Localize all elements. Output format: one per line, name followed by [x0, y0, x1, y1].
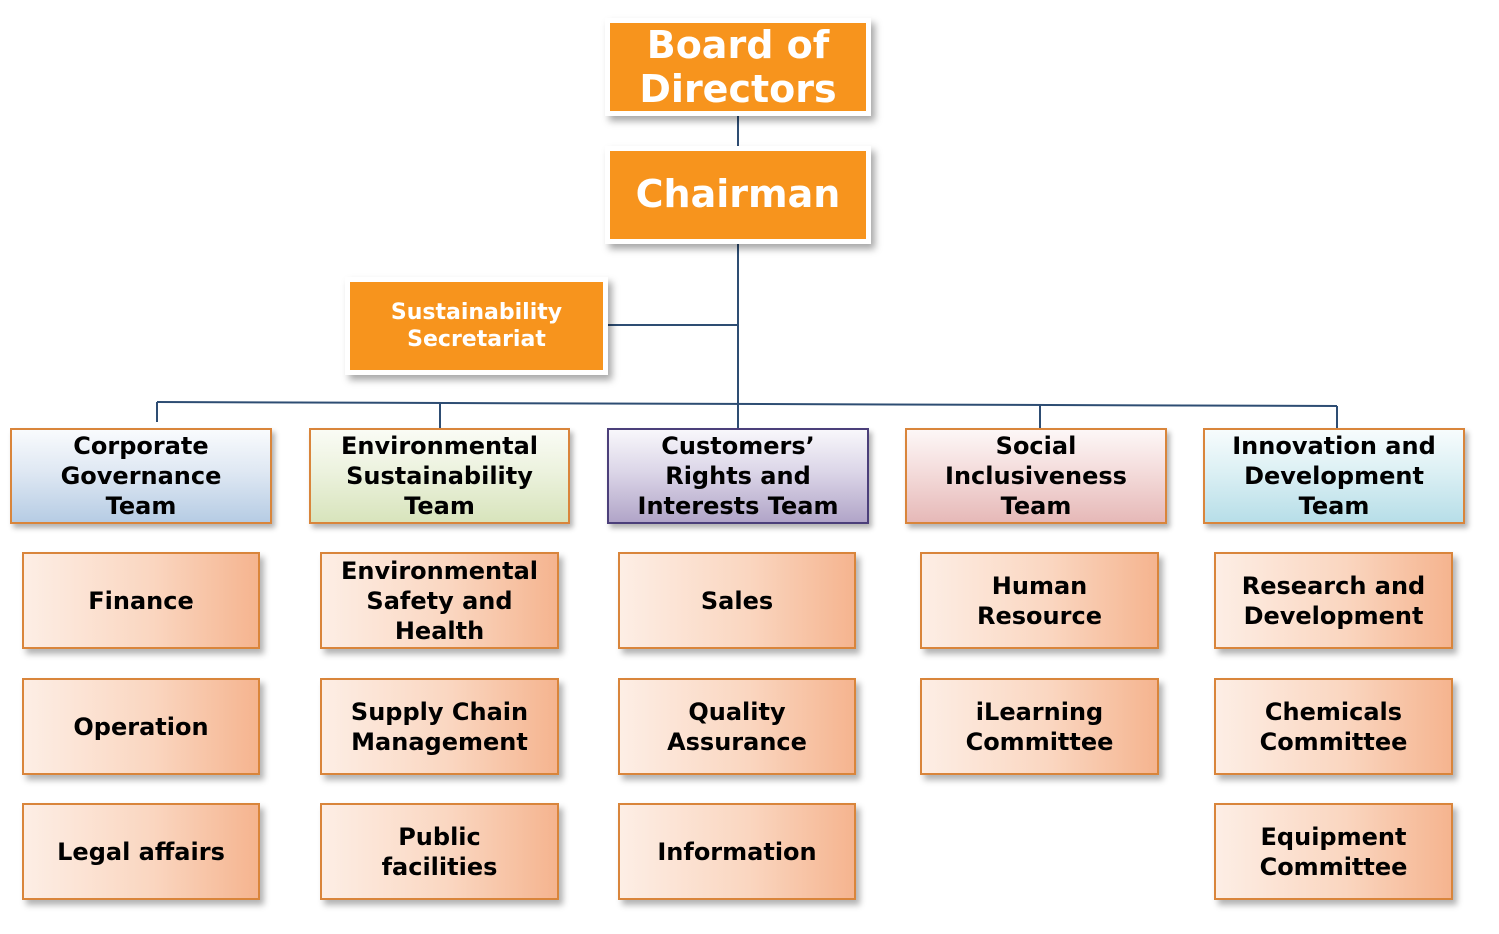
- team-title: Environmental Sustainability Team: [340, 432, 539, 520]
- department-label: Sales: [700, 586, 774, 615]
- department-label: Chemicals Committee: [1259, 697, 1408, 756]
- department-label: Equipment Committee: [1259, 822, 1408, 881]
- sustainability-secretariat-label: Sustainability Secretariat: [390, 300, 563, 352]
- department-research-development: Research and Development: [1214, 552, 1453, 649]
- department-operation: Operation: [22, 678, 260, 775]
- board-of-directors-label: Board of Directors: [639, 23, 837, 111]
- department-label: Operation: [73, 712, 209, 741]
- team-title: Social Inclusiveness Team: [945, 432, 1127, 520]
- department-public-facilities: Public facilities: [320, 803, 559, 900]
- chairman-label: Chairman: [635, 172, 841, 217]
- department-label: Quality Assurance: [667, 697, 807, 756]
- department-quality-assurance: Quality Assurance: [618, 678, 856, 775]
- department-chemicals-committee: Chemicals Committee: [1214, 678, 1453, 775]
- department-label: Public facilities: [381, 822, 498, 881]
- department-label: Human Resource: [977, 571, 1102, 630]
- department-supply-chain-management: Supply Chain Management: [320, 678, 559, 775]
- department-finance: Finance: [22, 552, 260, 649]
- department-label: Legal affairs: [57, 837, 225, 866]
- team-title: Innovation and Development Team: [1232, 432, 1436, 520]
- department-sales: Sales: [618, 552, 856, 649]
- board-of-directors-box: Board of Directors: [605, 18, 871, 116]
- department-human-resource: Human Resource: [920, 552, 1159, 649]
- department-legal-affairs: Legal affairs: [22, 803, 260, 900]
- sustainability-secretariat-box: Sustainability Secretariat: [345, 277, 608, 375]
- team-corporate-governance: Corporate Governance Team: [10, 428, 272, 524]
- chairman-box: Chairman: [605, 146, 871, 244]
- team-title: Corporate Governance Team: [60, 432, 222, 520]
- department-label: Research and Development: [1241, 571, 1426, 630]
- teams-bus-connector: [156, 401, 1338, 407]
- department-ilearning-committee: iLearning Committee: [920, 678, 1159, 775]
- department-label: Supply Chain Management: [350, 697, 529, 756]
- department-label: Environmental Safety and Health: [340, 556, 539, 645]
- department-information: Information: [618, 803, 856, 900]
- team-social-inclusiveness: Social Inclusiveness Team: [905, 428, 1167, 524]
- department-label: Information: [657, 837, 817, 866]
- team-customers-rights: Customers’ Rights and Interests Team: [607, 428, 869, 524]
- team-innovation-development: Innovation and Development Team: [1203, 428, 1465, 524]
- department-label: iLearning Committee: [965, 697, 1114, 756]
- department-label: Finance: [88, 586, 194, 615]
- team-environmental-sustainability: Environmental Sustainability Team: [309, 428, 570, 524]
- department-environmental-safety-health: Environmental Safety and Health: [320, 552, 559, 649]
- department-equipment-committee: Equipment Committee: [1214, 803, 1453, 900]
- team-title: Customers’ Rights and Interests Team: [637, 432, 839, 520]
